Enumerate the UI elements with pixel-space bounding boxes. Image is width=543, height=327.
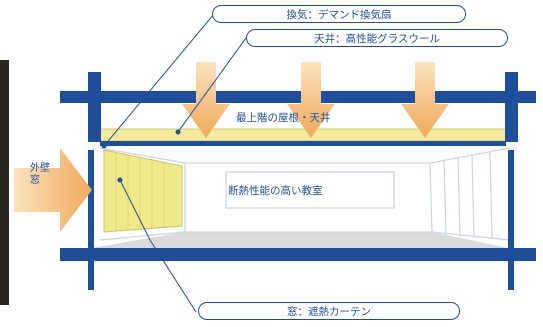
heat-arrow-right [14,148,92,232]
curtain-window [103,149,183,233]
heat-arrow-down-1 [182,62,230,138]
roof-insulation-band [99,128,507,142]
heat-arrow-down-2 [287,62,335,138]
classroom-floor [92,232,508,248]
photo-edge-strip [0,60,9,305]
whiteboard [225,171,395,209]
exterior-wall-label-line1: 外壁 [30,163,50,174]
window-callout: 窓：遮熱カーテン [198,302,460,320]
solar-heat-arrows [182,62,449,138]
exterior-wall-label: 外壁 窓 [30,163,50,187]
classroom-label: 断熱性能の高い教室 [228,185,323,197]
room-outline [99,147,511,241]
exterior-wall-label-line2: 窓 [30,175,40,186]
heat-arrow-down-3 [401,62,449,138]
curtain-folds [115,153,165,231]
ceiling-callout: 天井：高性能グラスウール [246,29,508,47]
roof-label: 最上階の屋根・天井 [236,112,331,124]
ventilation-callout: 換気：デマンド換気扇 [212,5,466,23]
